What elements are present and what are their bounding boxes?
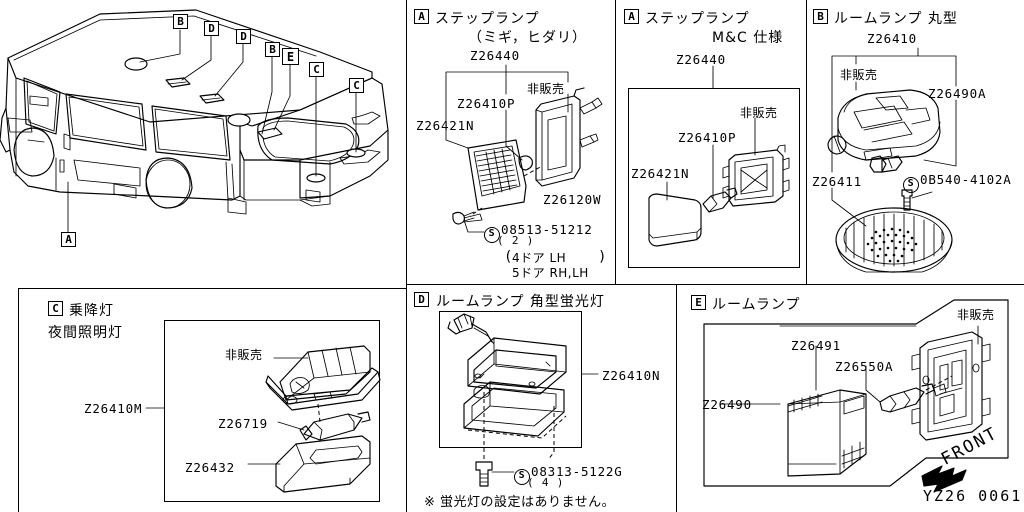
fastener-s-symbol: S <box>484 227 500 243</box>
panel-c-detail-box <box>164 320 380 502</box>
panel-a1-note-line2: 5ドア RH,LH <box>512 266 589 280</box>
panel-d-illustration <box>447 313 599 487</box>
panel-d-badge: D <box>414 292 429 307</box>
panel-d-fastener-qty: ( 4 ) <box>527 476 565 489</box>
fastener-s-symbol-d: S <box>514 469 530 485</box>
callout-badge-e: E <box>282 48 299 65</box>
panel-c-not-for-sale: 非販売 <box>225 348 263 362</box>
panel-c-part-z26719: Z26719 <box>218 416 268 431</box>
callout-badge-c2: C <box>349 78 364 93</box>
panel-a1-part-z26120w: Z26120W <box>543 192 602 207</box>
panel-c-title-line2: 夜間照明灯 <box>48 325 123 341</box>
callout-badge-c1: C <box>309 62 324 77</box>
panel-c-badge: C <box>48 301 63 316</box>
panel-c-part-z26432: Z26432 <box>185 460 235 475</box>
panel-a1-badge: A <box>414 9 429 24</box>
panel-a1-illustration <box>445 64 603 233</box>
panel-b-top-part: Z26410 <box>867 31 917 46</box>
panel-a1-note-line1: 4ドア LH <box>512 251 567 265</box>
panel-a2-not-for-sale: 非販売 <box>740 106 778 120</box>
divider-mid-horizontal-right <box>406 284 1024 285</box>
panel-b-not-for-sale: 非販売 <box>840 68 878 82</box>
panel-e-top-part: Z26490 <box>702 397 752 412</box>
panel-a1-fastener-code: 08513-51212 <box>501 222 593 237</box>
panel-a1-top-part: Z26440 <box>470 48 520 63</box>
panel-a1-title-line1: ステップランプ <box>435 11 540 27</box>
callout-badge-d2: D <box>236 29 251 44</box>
panel-d-detail-box <box>439 311 582 448</box>
panel-a1-note-paren-open: ( <box>504 249 514 265</box>
fastener-s-symbol-b: S <box>903 177 919 193</box>
panel-b-part-z26490a: Z26490A <box>928 86 987 101</box>
divider-a2-b <box>806 0 807 285</box>
panel-b-badge: B <box>813 9 828 24</box>
panel-b-part-z26411: Z26411 <box>812 174 862 189</box>
callout-badge-b1: B <box>173 14 188 29</box>
panel-b-fastener-code: 0B540-4102A <box>920 172 1012 187</box>
panel-d-fastener-code: 08313-5122G <box>531 464 623 479</box>
callout-badge-a: A <box>61 232 76 247</box>
panel-d-footnote: ※ 蛍光灯の設定はありません。 <box>424 495 616 510</box>
panel-a2-title-line1: ステップランプ <box>645 11 750 27</box>
panel-a1-not-for-sale: 非販売 <box>527 82 565 96</box>
panel-b-illustration <box>827 47 957 273</box>
panel-a1-note-paren-close: ) <box>598 249 608 265</box>
panel-a1-fastener-qty: ( 2 ) <box>497 234 535 247</box>
panel-a2-title-line2: M&C 仕様 <box>712 30 784 46</box>
panel-e-title: ルームランプ <box>712 297 801 313</box>
panel-a2-part-z26410p: Z26410P <box>678 130 737 145</box>
vehicle-illustration <box>0 9 389 233</box>
panel-e-not-for-sale: 非販売 <box>957 308 995 322</box>
divider-mid-horizontal-left <box>18 288 406 289</box>
callout-badge-d1: D <box>204 21 219 36</box>
panel-e-part-z26491: Z26491 <box>791 338 841 353</box>
panel-a1-part-z26410p: Z26410P <box>457 96 516 111</box>
panel-a2-top-part: Z26440 <box>676 52 726 67</box>
drawing-number: YZ26 0061 <box>923 487 1023 505</box>
panel-d-title: ルームランプ 角型蛍光灯 <box>436 294 605 310</box>
panel-e-illustration <box>703 299 1009 493</box>
panel-a2-badge: A <box>624 9 639 24</box>
divider-a1-left <box>406 0 407 285</box>
panel-d-top-part: Z26410N <box>602 368 661 383</box>
divider-left-edge-bottom <box>18 288 19 512</box>
panel-c-title-line1: 乗降灯 <box>69 303 114 319</box>
divider-c-d <box>406 284 407 512</box>
panel-a2-part-z26421n: Z26421N <box>631 166 690 181</box>
divider-d-e <box>676 284 677 512</box>
panel-c-top-part: Z26410M <box>84 401 143 416</box>
divider-a1-a2 <box>615 0 616 285</box>
panel-a1-part-z26421n: Z26421N <box>416 118 475 133</box>
panel-a2-detail-box <box>628 88 800 268</box>
callout-badge-b2: B <box>265 42 280 57</box>
panel-c-illustration <box>145 345 381 493</box>
panel-a2-illustration <box>648 65 790 247</box>
panel-a1-title-line2: （ミギ，ヒダリ） <box>468 30 588 46</box>
panel-b-title: ルームランプ 丸型 <box>834 11 958 27</box>
panel-e-part-z26550a: Z26550A <box>835 359 894 374</box>
panel-e-badge: E <box>691 295 706 310</box>
